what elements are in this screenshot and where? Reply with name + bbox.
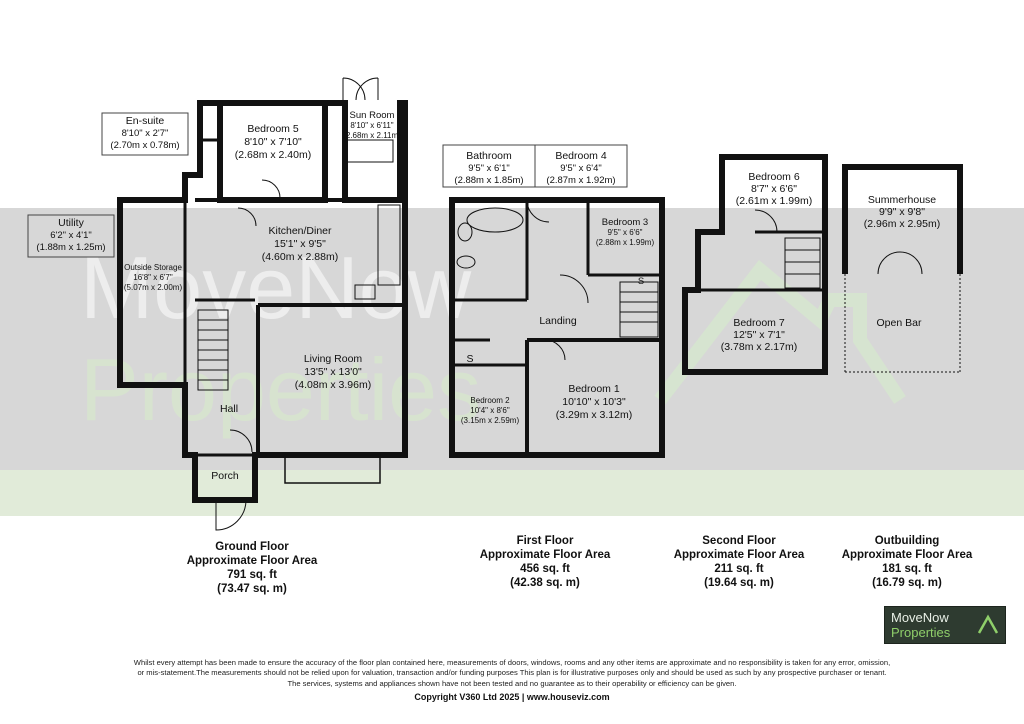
label-sunroom: Sun Room xyxy=(350,110,395,121)
disclaimer-line-2: or mis-statement.The measurements should… xyxy=(137,668,887,677)
logo-line-1: MoveNow xyxy=(891,610,949,625)
label-hall: Hall xyxy=(220,403,238,415)
caption-outbuilding-name: Outbuilding xyxy=(874,535,940,547)
dim-utility-m: (1.88m x 1.25m) xyxy=(36,242,105,253)
dim-living-m: (4.08m x 3.96m) xyxy=(295,379,371,391)
dim-bedroom5-m: (2.68m x 2.40m) xyxy=(235,149,311,161)
caption-first-sqm: (42.38 sq. m) xyxy=(510,577,580,589)
label-living: Living Room xyxy=(304,353,363,365)
label-summerhouse: Summerhouse xyxy=(868,194,936,206)
watermark-house-icon xyxy=(654,259,906,405)
caption-second-label: Approximate Floor Area xyxy=(673,549,805,561)
dim-summerhouse: 9'9" x 9'8" xyxy=(879,206,925,218)
dim-bedroom7-m: (3.78m x 2.17m) xyxy=(721,341,797,353)
caption-outbuilding-sqft: 181 sq. ft xyxy=(882,563,932,575)
dim-bedroom3-m: (2.88m x 1.99m) xyxy=(596,238,655,247)
dim-kitchen-m: (4.60m x 2.88m) xyxy=(262,251,338,263)
caption-first: First Floor Approximate Floor Area 456 s… xyxy=(445,534,645,590)
dim-utility: 6'2" x 4'1" xyxy=(50,230,92,241)
label-kitchen: Kitchen/Diner xyxy=(268,225,332,237)
logo-line-2: Properties xyxy=(891,625,951,640)
dim-ensuite-m: (2.70m x 0.78m) xyxy=(110,140,179,151)
caption-outbuilding: Outbuilding Approximate Floor Area 181 s… xyxy=(807,534,1007,590)
label-bedroom3: Bedroom 3 xyxy=(602,217,648,228)
dim-living: 13'5" x 13'0" xyxy=(304,366,362,378)
house-icon xyxy=(977,614,999,634)
dim-sunroom: 8'10" x 6'11" xyxy=(350,121,393,130)
watermark-green-band xyxy=(0,470,1024,516)
dim-ensuite: 8'10" x 2'7" xyxy=(122,128,169,139)
caption-first-label: Approximate Floor Area xyxy=(479,549,611,561)
caption-outbuilding-sqm: (16.79 sq. m) xyxy=(872,577,942,589)
caption-second-sqft: 211 sq. ft xyxy=(714,563,764,575)
disclaimer-line-3: The services, systems and appliances sho… xyxy=(287,679,737,688)
dim-bedroom2: 10'4" x 8'6" xyxy=(470,406,510,415)
dim-storage-m: (5.07m x 2.00m) xyxy=(124,283,183,292)
caption-first-sqft: 456 sq. ft xyxy=(520,563,570,575)
label-bedroom7: Bedroom 7 xyxy=(733,317,785,329)
label-bedroom4: Bedroom 4 xyxy=(555,150,607,162)
dim-summerhouse-m: (2.96m x 2.95m) xyxy=(864,218,940,230)
caption-ground-sqm: (73.47 sq. m) xyxy=(217,583,287,595)
label-s2: S xyxy=(638,276,644,287)
outbuilding-plan xyxy=(842,164,963,373)
dim-bedroom2-m: (3.15m x 2.59m) xyxy=(461,416,520,425)
dim-bathroom-m: (2.88m x 1.85m) xyxy=(454,175,523,186)
callouts xyxy=(27,112,628,258)
label-utility: Utility xyxy=(58,217,84,229)
label-s1: S xyxy=(466,353,473,365)
label-porch: Porch xyxy=(211,470,239,482)
caption-first-name: First Floor xyxy=(516,535,574,547)
ground-floor-plan xyxy=(117,77,408,531)
label-bedroom2: Bedroom 2 xyxy=(470,396,510,405)
dim-bedroom1-m: (3.29m x 3.12m) xyxy=(556,409,632,421)
dim-bedroom7: 12'5" x 7'1" xyxy=(733,329,785,341)
caption-ground-name: Ground Floor xyxy=(215,541,289,553)
room-labels: En-suite 8'10" x 2'7" (2.70m x 0.78m) Be… xyxy=(36,110,940,482)
label-landing: Landing xyxy=(539,315,577,327)
dim-sunroom-m: (2.68m x 2.11m) xyxy=(343,131,401,140)
label-storage: Outside Storage xyxy=(124,263,182,272)
label-bedroom1: Bedroom 1 xyxy=(568,383,620,395)
caption-second-sqm: (19.64 sq. m) xyxy=(704,577,774,589)
dim-bedroom3: 9'5" x 6'6" xyxy=(608,228,643,237)
label-bedroom6: Bedroom 6 xyxy=(748,171,800,183)
caption-second: Second Floor Approximate Floor Area 211 … xyxy=(639,534,839,590)
label-openbar: Open Bar xyxy=(877,317,922,329)
disclaimer-line-1: Whilst every attempt has been made to en… xyxy=(133,658,891,667)
dim-bedroom6: 8'7" x 6'6" xyxy=(751,183,797,195)
caption-ground-label: Approximate Floor Area xyxy=(186,555,318,567)
second-floor-plan xyxy=(682,154,828,375)
label-bathroom: Bathroom xyxy=(466,150,512,162)
label-bedroom5: Bedroom 5 xyxy=(247,123,299,135)
caption-outbuilding-label: Approximate Floor Area xyxy=(841,549,973,561)
dim-bedroom6-m: (2.61m x 1.99m) xyxy=(736,195,812,207)
brand-logo: MoveNow Properties xyxy=(884,606,1006,644)
dim-kitchen: 15'1" x 9'5" xyxy=(274,238,326,250)
caption-ground: Ground Floor Approximate Floor Area 791 … xyxy=(152,540,352,596)
watermark-text-2: Properties xyxy=(80,340,481,439)
watermark: MoveNow Properties xyxy=(0,208,1024,516)
dim-bedroom4: 9'5" x 6'4" xyxy=(560,163,602,174)
caption-ground-sqft: 791 sq. ft xyxy=(227,569,277,581)
dim-storage: 16'8" x 6'7" xyxy=(133,273,173,282)
copyright: Copyright V360 Ltd 2025 | www.houseviz.c… xyxy=(414,692,610,702)
watermark-band xyxy=(0,208,1024,516)
caption-second-name: Second Floor xyxy=(702,535,776,547)
first-floor-plan xyxy=(449,197,665,458)
dim-bathroom: 9'5" x 6'1" xyxy=(468,163,510,174)
dim-bedroom1: 10'10" x 10'3" xyxy=(562,396,626,408)
dim-bedroom5: 8'10" x 7'10" xyxy=(244,136,302,148)
label-ensuite: En-suite xyxy=(126,115,165,127)
dim-bedroom4-m: (2.87m x 1.92m) xyxy=(546,175,615,186)
